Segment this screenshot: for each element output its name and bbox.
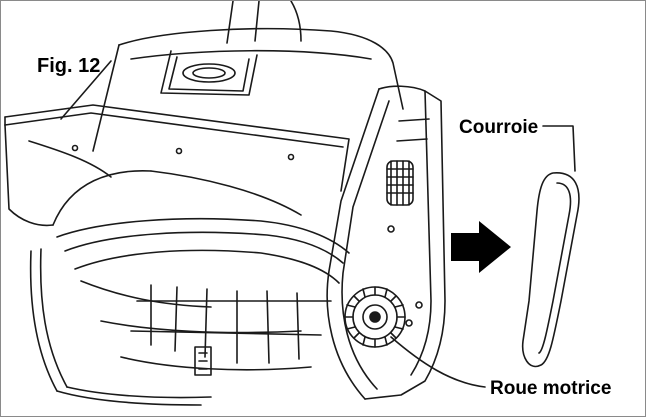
right-arrow-icon [451,221,511,273]
drive-wheel-label: Roue motrice [488,378,614,399]
belt-leader-line [542,125,576,172]
belt-label: Courroie [457,117,541,138]
upper-pulley [386,160,414,206]
figure-label: Fig. 12 [37,55,101,77]
drive-wheel [344,286,406,348]
auger-housing [4,124,350,406]
chute-plate [4,104,350,192]
motor-housing [60,27,404,152]
auger-blades [120,284,332,376]
drive-wheel-leader-line [390,336,486,388]
handle-tube [226,1,302,44]
side-cover [326,85,446,400]
belt [521,172,580,368]
